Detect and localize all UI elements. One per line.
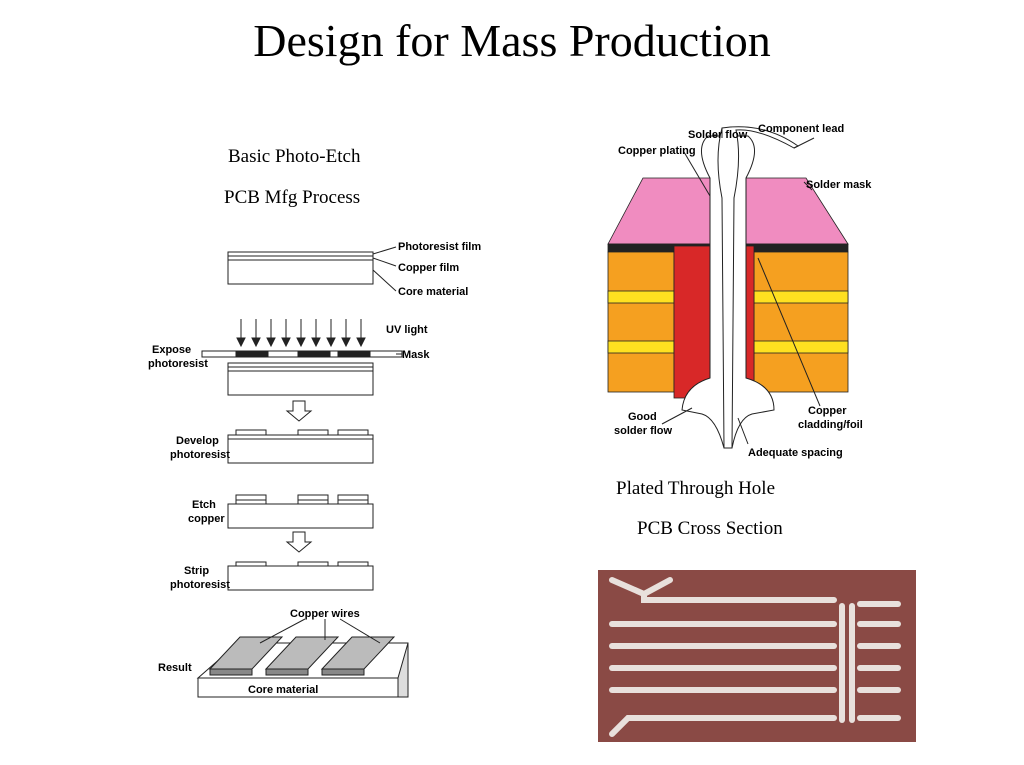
left-caption-line-2: PCB Mfg Process (224, 187, 361, 208)
right-top-foil (745, 243, 849, 253)
step-strip-line2: photoresist (170, 579, 230, 591)
left-plating (673, 245, 711, 399)
step-expose-line2: photoresist (148, 358, 208, 370)
solder-flow-label: Solder flow (688, 129, 748, 141)
photo-traces (609, 577, 901, 737)
copper-wires-label: Copper wires (290, 608, 360, 620)
step-etch-line1: Etch (192, 499, 216, 511)
page-title: Design for Mass Production (253, 15, 771, 66)
photo-trace-1 (641, 591, 837, 603)
result-label: Result (158, 662, 192, 674)
right-caption-line-2: PCB Cross Section (637, 518, 783, 539)
right-plating (745, 245, 755, 399)
step-etch-line2: copper (188, 513, 225, 525)
solder-mask-label: Solder mask (806, 179, 872, 191)
pcb-cross-section-photo (598, 570, 916, 742)
left-caption-line-1: Basic Photo-Etch (228, 146, 361, 167)
left-inner-foil-1 (607, 290, 675, 304)
core-material-result-label: Core material (248, 684, 318, 696)
copper-cladding-label-1: Copper (808, 405, 847, 417)
develop-layer-stack (227, 429, 374, 464)
adequate-spacing-label: Adequate spacing (748, 447, 843, 459)
photo-etch-process-diagram: Photoresist film Copper film Core materi… (148, 241, 481, 698)
photo-trace-bottom (609, 715, 837, 737)
left-solder-mask (607, 177, 711, 245)
plated-through-hole-diagram: Component lead Solder flow Copper platin… (607, 123, 872, 459)
uv-light-label: UV light (386, 324, 428, 336)
initial-layer-stack (227, 251, 374, 285)
component-lead-label: Component lead (758, 123, 844, 135)
expose-layer-stack (227, 362, 374, 396)
down-arrow-1 (285, 400, 313, 422)
right-caption-line-1: Plated Through Hole (616, 478, 776, 499)
right-board-section (745, 177, 849, 399)
right-laminate (753, 251, 849, 393)
photoresist-film-label: Photoresist film (398, 241, 481, 253)
right-inner-foil-2 (753, 340, 849, 354)
strip-layer-stack (227, 561, 374, 591)
step-strip-line1: Strip (184, 565, 209, 577)
good-solder-flow-label-2: solder flow (614, 425, 673, 437)
mask-plate (201, 350, 403, 358)
left-laminate (607, 251, 675, 393)
copper-plating-label: Copper plating (618, 145, 696, 157)
step-develop-line2: photoresist (170, 449, 230, 461)
right-inner-foil-1 (753, 290, 849, 304)
process-leader-lines (259, 246, 402, 644)
component-lead (717, 126, 799, 449)
result-board-3d (196, 636, 409, 698)
good-solder-flow-label-1: Good (628, 411, 657, 423)
copper-cladding-label-2: cladding/foil (798, 419, 863, 431)
step-expose-line1: Expose (152, 344, 191, 356)
mask-label: Mask (402, 349, 430, 361)
uv-arrows (236, 319, 366, 348)
down-arrow-3 (285, 531, 313, 553)
ptp-leader-lines (661, 128, 821, 445)
copper-film-label: Copper film (398, 262, 459, 274)
etch-layer-stack (227, 494, 374, 529)
core-material-label: Core material (398, 286, 468, 298)
step-develop-line1: Develop (176, 435, 219, 447)
left-inner-foil-2 (607, 340, 675, 354)
left-board-section (607, 177, 711, 399)
